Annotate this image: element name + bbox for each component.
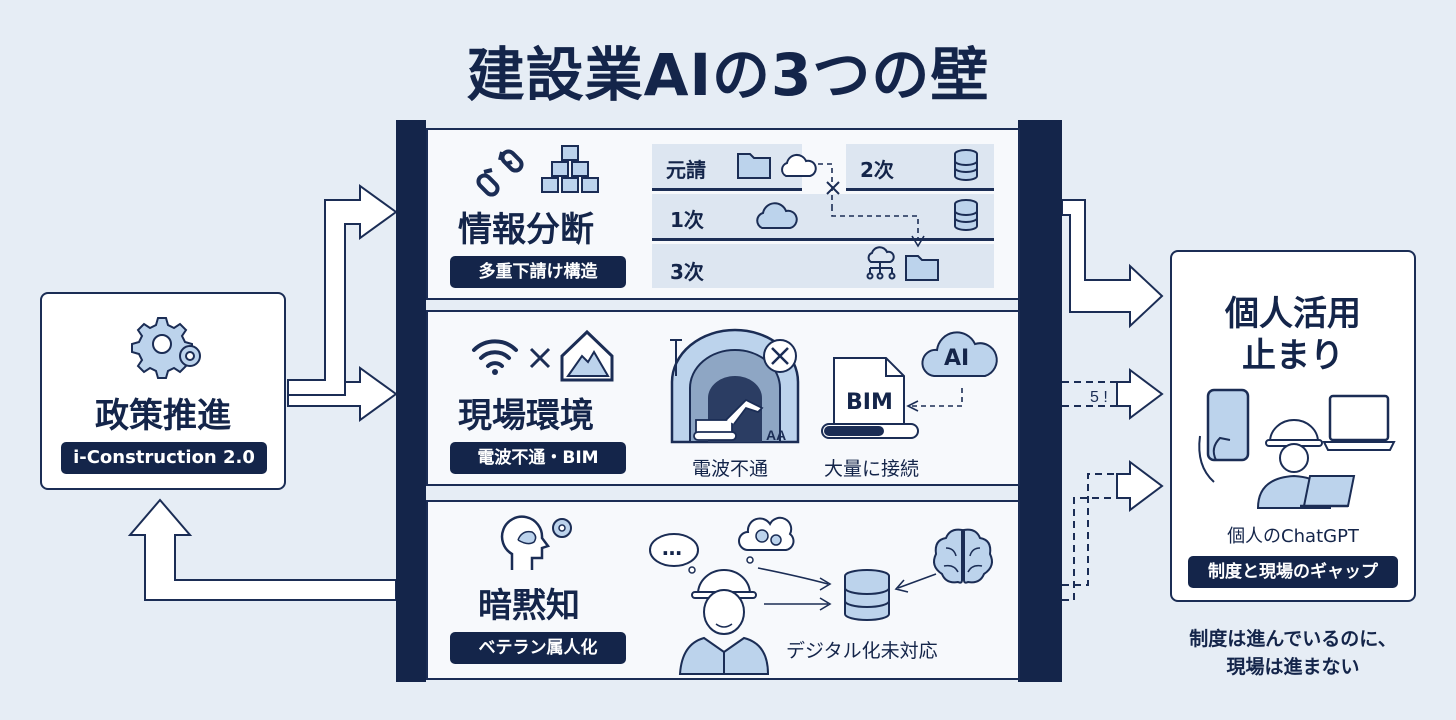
arrow-knowledge-to-policy	[127, 498, 397, 601]
speech-bubble-icon	[649, 533, 699, 574]
arrow-site-to-result	[1116, 368, 1164, 420]
bim-ai-link	[906, 386, 963, 412]
tier-second-label: 2次	[860, 158, 894, 182]
cloud-network-icon	[866, 246, 896, 280]
result-heading-line2: 止まり	[1242, 336, 1344, 376]
arrow-policy-to-info	[287, 184, 398, 396]
boxes-icon	[541, 145, 599, 193]
cloud-icon	[756, 202, 798, 229]
database-icon	[954, 199, 978, 231]
ai-label: AI	[944, 346, 970, 371]
tier-third-label: 3次	[670, 260, 704, 284]
policy-heading: 政策推進	[95, 396, 231, 436]
database-icon	[844, 569, 890, 621]
no-signal-icon	[763, 339, 797, 373]
knowledge-heading: 暗黙知	[478, 586, 580, 626]
database-icon	[954, 149, 978, 181]
left-wall-post	[396, 120, 426, 682]
knowledge-flow-arrows	[757, 567, 937, 611]
tier-prime-strip	[652, 144, 802, 191]
mountain-icon	[560, 329, 614, 382]
folder-icon	[737, 153, 771, 179]
brain-icon	[933, 528, 993, 584]
result-badge: 制度と現場のギャップ	[1188, 556, 1398, 588]
info-badge: 多重下請け構造	[450, 256, 626, 288]
footer-line1: 制度は進んでいるのに、	[1189, 628, 1397, 650]
tier-first-strip	[652, 194, 994, 241]
knowledge-badge: ベテラン属人化	[450, 632, 626, 664]
speech-bubble-text: …	[662, 536, 682, 560]
footer-line2: 現場は進まない	[1226, 656, 1360, 678]
knowledge-caption: デジタル化未対応	[786, 640, 938, 662]
site-caption-bulk: 大量に接続	[824, 458, 920, 480]
result-card: 個人活用 止まり 個人のChatGPT 制度と現場のギャップ	[1170, 250, 1416, 602]
smartphone-icon	[1198, 388, 1250, 483]
result-caption: 個人のChatGPT	[1227, 526, 1359, 547]
worker-icon	[678, 569, 770, 675]
wall-row-info: 情報分断 多重下請け構造 元請 2次 1次 3次	[426, 128, 1020, 300]
thought-bubble-icon	[738, 516, 795, 564]
wall-row-knowledge: 暗黙知 ベテラン属人化 … デジタル化未対応	[426, 500, 1020, 680]
site-badge: 電波不通・BIM	[450, 442, 626, 474]
laptop-icon	[1322, 394, 1396, 451]
result-heading-line1: 個人活用	[1225, 294, 1361, 334]
tier-prime-label: 元請	[666, 158, 706, 182]
hierarchy-links	[818, 163, 925, 248]
gear-icon	[131, 317, 201, 379]
site-heading: 現場環境	[458, 396, 594, 436]
tier-first-label: 1次	[670, 208, 704, 232]
page-title: 建設業AIの3つの壁	[466, 41, 990, 109]
policy-badge: i-Construction 2.0	[61, 442, 267, 474]
cloud-icon	[781, 153, 817, 177]
cross-icon	[529, 347, 551, 369]
folder-icon	[905, 255, 939, 281]
arrow-knowledge-to-result	[1116, 460, 1164, 512]
arrow-info-to-result	[1061, 199, 1164, 329]
head-gears-icon	[500, 515, 572, 570]
info-heading: 情報分断	[458, 210, 594, 250]
arrow-policy-to-site	[287, 366, 398, 422]
ai-cloud-icon	[921, 331, 998, 377]
policy-card: 政策推進 i-Construction 2.0	[40, 292, 286, 490]
svg-text:AA: AA	[766, 427, 786, 443]
site-caption-no-signal: 電波不通	[692, 458, 769, 480]
svg-text:5 !: 5 !	[1090, 389, 1108, 406]
right-wall-post	[1018, 120, 1062, 682]
laptop-icon	[1300, 475, 1356, 508]
cross-icon	[826, 181, 840, 195]
wall-row-site: 現場環境 電波不通・BIM AA 電波不通 BIM AI 大量に接続	[426, 310, 1020, 486]
bim-label: BIM	[846, 390, 893, 415]
link-broken-icon	[476, 149, 524, 197]
bim-file-icon	[821, 357, 919, 439]
wifi-icon	[472, 339, 518, 375]
